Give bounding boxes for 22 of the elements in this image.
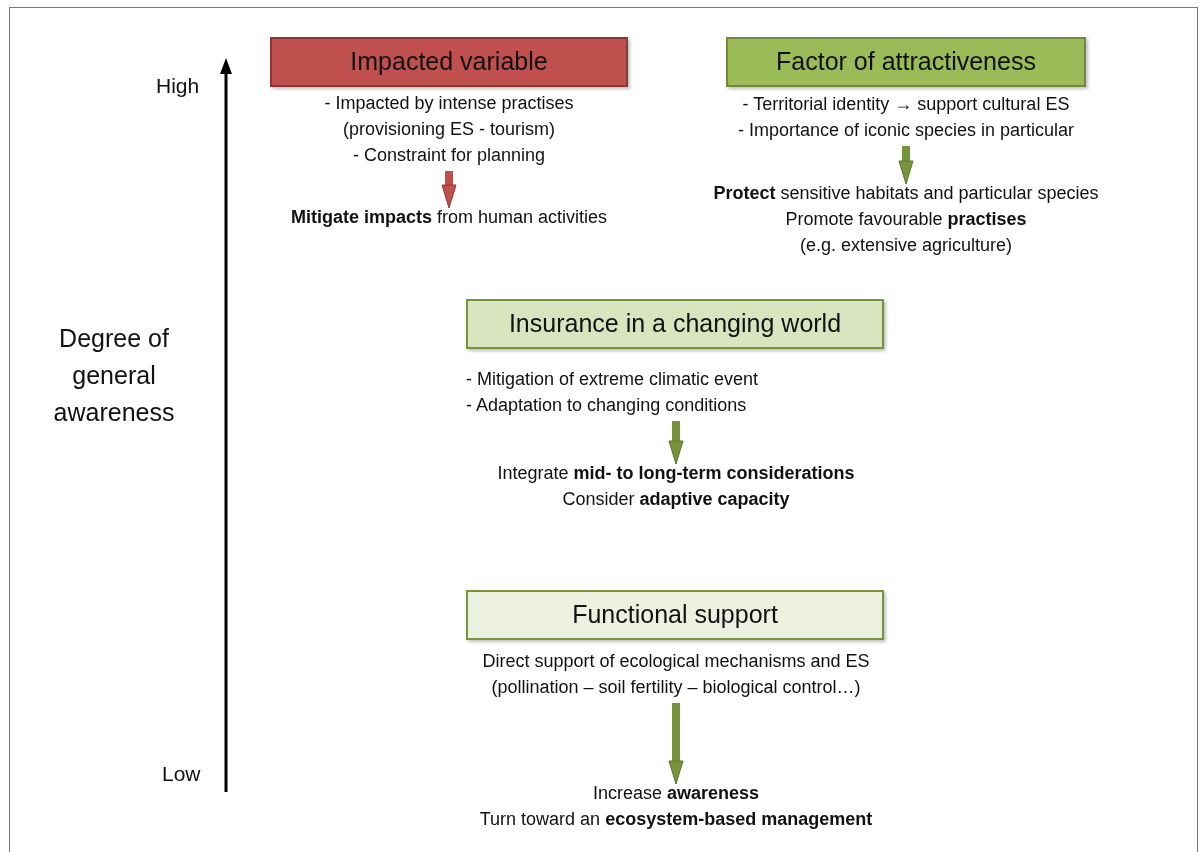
text-line: - Adaptation to changing conditions bbox=[466, 394, 747, 417]
text-line: - Territorial identity → support cultural ES bbox=[742, 93, 1070, 116]
text-line: Direct support of ecological mechanisms and ES (pollination – soil fertility – biological control…) bbox=[481, 650, 871, 699]
axis-title: Degree of general awareness bbox=[52, 323, 176, 428]
category-box: Factor of attractiveness bbox=[726, 37, 1086, 87]
text-line: - Importance of iconic species in particular bbox=[737, 119, 1075, 142]
text-line: Protect sensitive habitats and particular species bbox=[713, 182, 1099, 205]
text-line: Promote favourable practises bbox=[785, 208, 1027, 231]
text-line: Turn toward an ecosystem-based management bbox=[479, 808, 873, 831]
text-line: Integrate mid- to long-term considerations bbox=[497, 462, 855, 485]
axis-label: Low bbox=[162, 761, 201, 787]
category-box: Functional support bbox=[466, 590, 884, 640]
text-line: Increase awareness bbox=[592, 782, 760, 805]
text-line: - Mitigation of extreme climatic event bbox=[466, 368, 759, 391]
category-box: Impacted variable bbox=[270, 37, 628, 87]
text-line: - Constraint for planning bbox=[352, 144, 546, 167]
text-line: Mitigate impacts from human activities bbox=[290, 206, 608, 229]
text-line: Consider adaptive capacity bbox=[562, 488, 790, 511]
category-box: Insurance in a changing world bbox=[466, 299, 884, 349]
text-line: (e.g. extensive agriculture) bbox=[799, 234, 1013, 257]
axis-label: High bbox=[156, 73, 200, 99]
text-line: - Impacted by intense practises (provisioning ES - tourism) bbox=[323, 92, 575, 141]
